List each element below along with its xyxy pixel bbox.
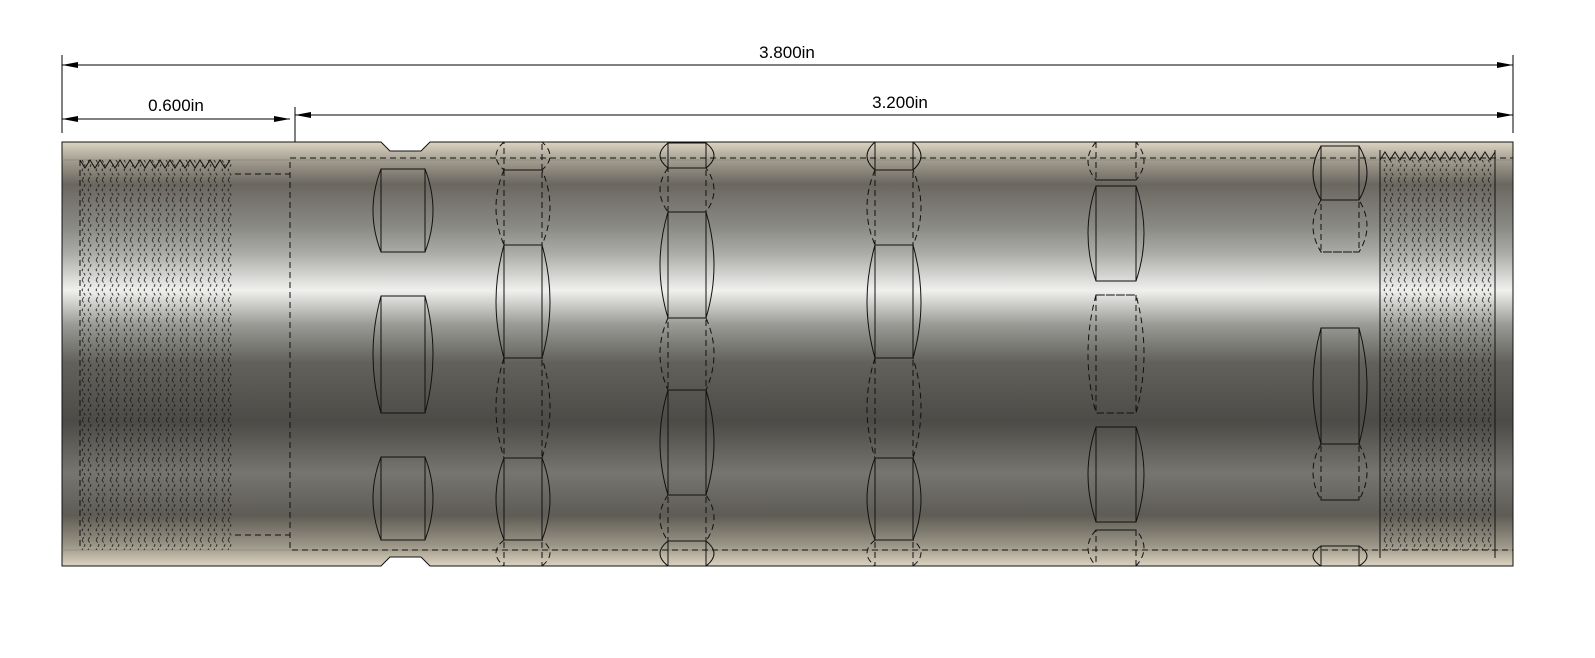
slot <box>1095 185 1137 282</box>
slot <box>874 457 914 541</box>
slot-outline <box>1087 141 1145 181</box>
slot-outline <box>866 357 922 459</box>
slot <box>1320 443 1360 501</box>
slot <box>1320 145 1360 201</box>
slot <box>1320 199 1360 253</box>
slot <box>503 539 543 567</box>
slot-outline <box>495 357 551 459</box>
slot-outline <box>495 539 551 567</box>
slot-outline <box>659 494 715 542</box>
slot <box>874 539 914 567</box>
thread-right <box>1379 150 1496 558</box>
slot <box>874 357 914 459</box>
slot <box>503 457 543 541</box>
slot <box>1320 545 1360 567</box>
slot <box>1095 294 1137 414</box>
dimension-overall-label: 3.800in <box>759 43 815 62</box>
slot <box>667 317 707 391</box>
slot-outline <box>866 539 922 567</box>
thread-left <box>79 159 235 550</box>
dimension-overall: 3.800in <box>61 43 1514 133</box>
slot <box>503 357 543 459</box>
slot <box>1095 141 1137 181</box>
slot <box>380 295 426 414</box>
slot <box>667 540 707 567</box>
slot-outline <box>1312 443 1368 501</box>
slot <box>380 168 426 253</box>
cylinder-body <box>61 141 1514 567</box>
slot-features <box>372 141 1368 567</box>
dimension-body-label: 3.200in <box>872 93 928 112</box>
dimension-body: 3.200in <box>295 93 1513 118</box>
dimension-thread-label: 0.600in <box>148 96 204 115</box>
slot <box>1095 529 1137 567</box>
slot <box>380 456 426 541</box>
slot <box>1095 426 1137 523</box>
